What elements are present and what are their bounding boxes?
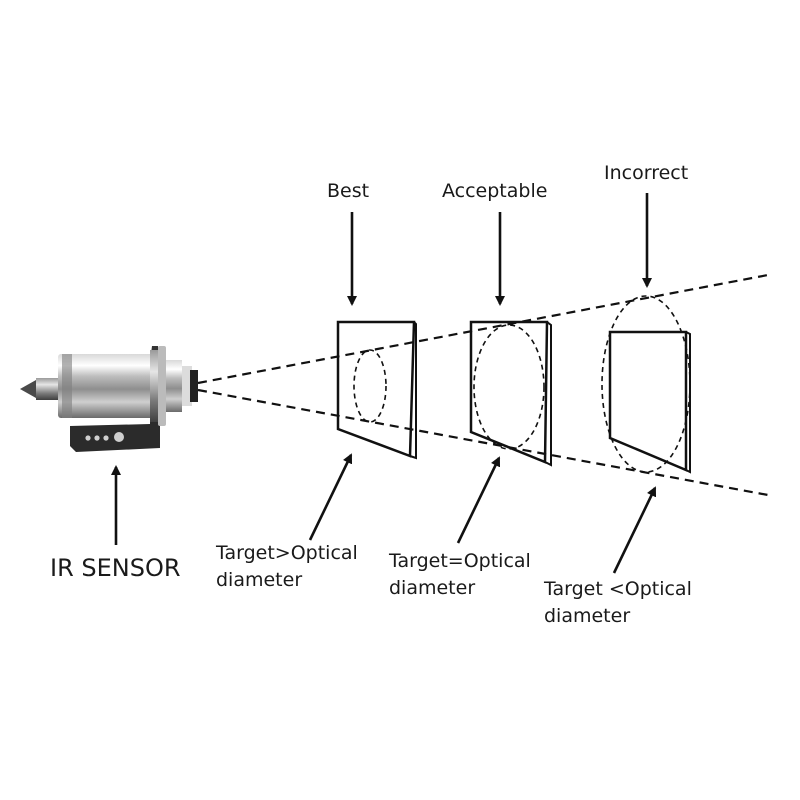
fov-upper-line [197,273,769,385]
target-best [336,320,417,460]
caption-target-greater: Target>Optical diameter [216,540,358,594]
spot-incorrect [601,295,691,473]
caption-less-line1: Target <Optical [544,578,692,600]
target-acceptable [469,320,552,467]
spot-acceptable [473,324,545,450]
label-best: Best [327,180,370,202]
spot-best [353,349,387,423]
caption-target-equal: Target=Optical diameter [389,548,531,602]
caption-equal-line1: Target=Optical [389,550,531,572]
target-incorrect [601,295,691,474]
caption-less-line2: diameter [544,605,631,627]
ir-sensor-image [20,346,198,452]
label-acceptable: Acceptable [442,180,548,202]
arrow-caption-less [612,486,657,574]
caption-greater-line2: diameter [216,569,303,591]
arrow-caption-greater [308,453,353,541]
fov-lower-line [197,388,769,497]
label-incorrect: Incorrect [604,162,689,184]
caption-equal-line2: diameter [389,577,476,599]
caption-greater-line1: Target>Optical [216,542,358,564]
label-ir-sensor: IR SENSOR [50,554,181,582]
caption-target-less: Target <Optical diameter [544,576,692,630]
arrow-caption-equal [456,456,501,544]
